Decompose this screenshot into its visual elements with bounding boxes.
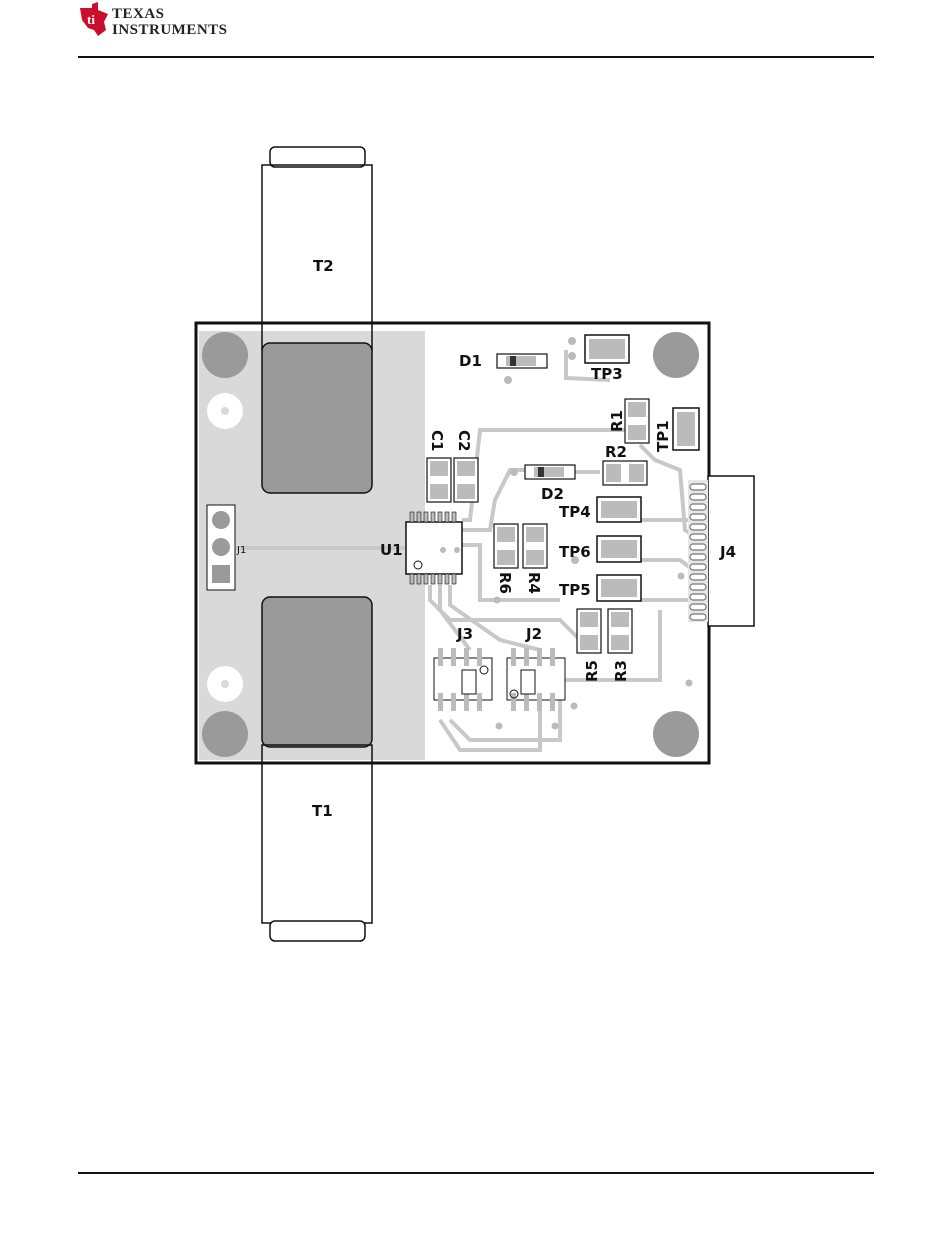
resistor-r3: R3 [608, 609, 632, 682]
label-tp5: TP5 [559, 581, 591, 599]
label-r2: R2 [605, 443, 627, 461]
label-tp4: TP4 [559, 503, 591, 521]
mounting-hole [653, 332, 699, 378]
label-r1: R1 [608, 410, 626, 432]
resistor-r4: R4 [523, 524, 547, 594]
label-d2: D2 [541, 485, 564, 503]
label-j2: J2 [525, 625, 542, 643]
transformer-t1: T1 [262, 597, 372, 941]
label-j1: J1 [236, 545, 246, 556]
label-c2: C2 [455, 430, 473, 451]
label-tp3: TP3 [591, 365, 623, 383]
label-r6: R6 [496, 572, 514, 594]
mounting-hole [202, 711, 248, 757]
mounting-hole [202, 332, 248, 378]
label-c1: C1 [428, 430, 446, 451]
label-t2: T2 [313, 257, 334, 275]
label-d1: D1 [459, 352, 482, 370]
label-r4: R4 [525, 572, 543, 594]
label-r5: R5 [583, 660, 601, 682]
mounting-hole [653, 711, 699, 757]
resistor-r6: R6 [494, 524, 519, 604]
label-r3: R3 [612, 660, 630, 682]
label-tp6: TP6 [559, 543, 591, 561]
label-j4: J4 [719, 543, 736, 561]
label-j3: J3 [456, 625, 473, 643]
label-tp1: TP1 [654, 420, 672, 452]
label-u1: U1 [380, 541, 403, 559]
label-t1: T1 [312, 802, 333, 820]
transformer-t2: T2 [262, 147, 372, 493]
